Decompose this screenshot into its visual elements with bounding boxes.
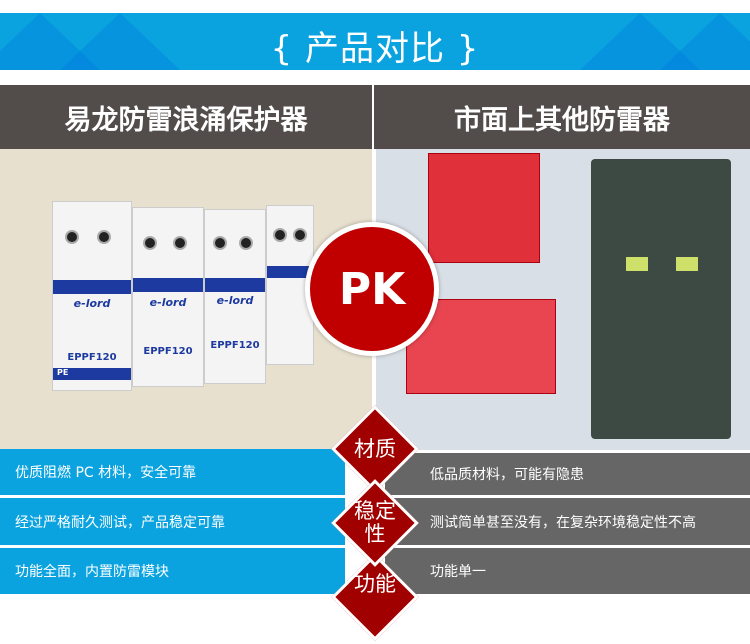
product-pe: PE: [53, 368, 131, 380]
row-left-stability: 经过严格耐久测试，产品稳定可靠: [0, 498, 345, 545]
row-right-function: 功能单一: [385, 548, 750, 594]
product-brand: e-lord: [73, 297, 111, 310]
category-stability: 稳定性: [354, 499, 396, 546]
category-function: 功能: [354, 572, 396, 596]
category-material: 材质: [354, 437, 396, 461]
product-model: EPPF120: [67, 352, 117, 363]
row-right-stability: 测试简单甚至没有，在复杂环境稳定性不高: [385, 498, 750, 545]
title-banner: { 产品对比 }: [0, 13, 750, 70]
header-left: 易龙防雷浪涌保护器: [0, 85, 372, 149]
row-right-material: 低品质材料，可能有隐患: [385, 453, 750, 495]
header-right: 市面上其他防雷器: [374, 85, 750, 149]
pk-badge: PK: [305, 222, 439, 356]
row-left-material: 优质阻燃 PC 材料，安全可靠: [0, 449, 345, 495]
banner-title: { 产品对比 }: [270, 29, 480, 69]
competitor-product-image: [376, 149, 750, 450]
row-left-function: 功能全面，内置防雷模块: [0, 548, 345, 594]
